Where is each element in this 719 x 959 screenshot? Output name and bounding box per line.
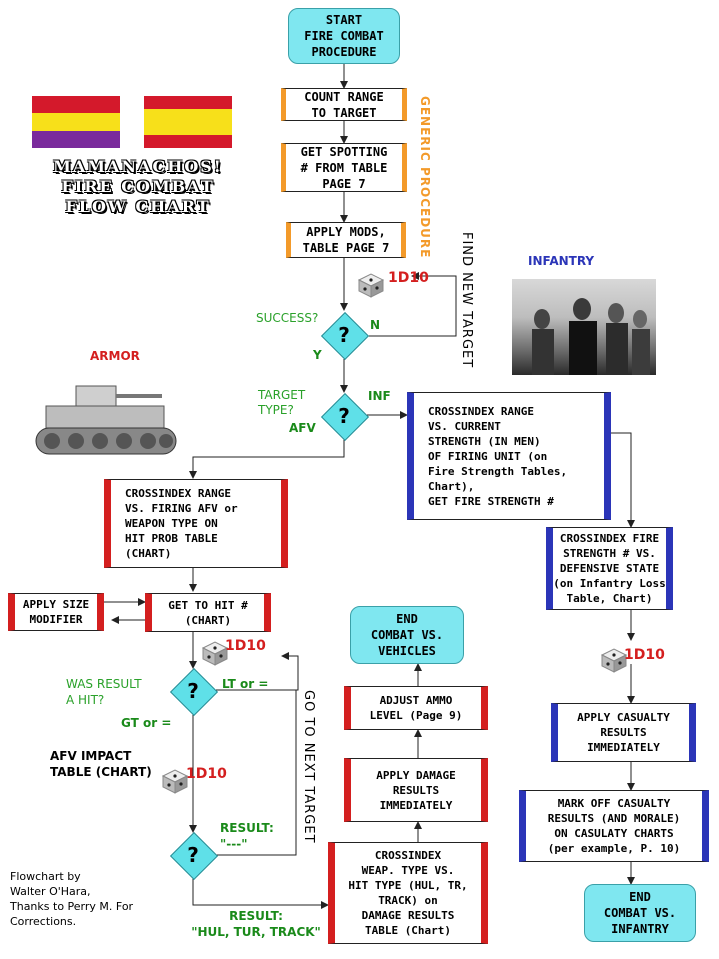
adjust-ammo-box: ADJUST AMMO LEVEL (Page 9) bbox=[344, 686, 488, 730]
afv-label: AFV bbox=[289, 421, 316, 435]
target-type-label: TARGET TYPE? bbox=[258, 388, 306, 417]
die-icon-4 bbox=[599, 647, 629, 673]
d10-label-1: 1D10 bbox=[388, 270, 429, 286]
find-new-target-label: FIND NEW TARGET bbox=[459, 232, 474, 369]
chart-title: MAMANACHOS! FIRE COMBAT FLOW CHART bbox=[53, 157, 223, 216]
inf-label: INF bbox=[368, 389, 391, 403]
damage-crossindex-box: CROSSINDEX WEAP. TYPE VS. HIT TYPE (HUL,… bbox=[328, 842, 488, 944]
afv-impact-label: AFV IMPACT TABLE (CHART) bbox=[50, 749, 152, 779]
target-type-decision: ? bbox=[320, 392, 370, 442]
was-hit-label: WAS RESULT A HIT? bbox=[66, 677, 142, 707]
mark-off-box: MARK OFF CASUALTY RESULTS (AND MORALE) O… bbox=[519, 790, 709, 862]
count-range-box: COUNT RANGE TO TARGET bbox=[281, 88, 407, 121]
end-vehicles-node: END COMBAT VS. VEHICLES bbox=[350, 606, 464, 664]
flag-nationalist bbox=[144, 96, 232, 148]
success-label: SUCCESS? bbox=[256, 311, 319, 325]
die-icon-3 bbox=[160, 768, 190, 794]
infantry-photo bbox=[512, 279, 656, 375]
gt-label: GT or = bbox=[121, 716, 172, 730]
fire-strength-box: CROSSINDEX FIRE STRENGTH # VS. DEFENSIVE… bbox=[546, 527, 673, 610]
apply-damage-box: APPLY DAMAGE RESULTS IMMEDIATELY bbox=[344, 758, 488, 822]
d10-label-4: 1D10 bbox=[624, 647, 665, 663]
apply-size-box: APPLY SIZE MODIFIER bbox=[8, 593, 104, 631]
afv-crossindex-box: CROSSINDEX RANGE VS. FIRING AFV or WEAPO… bbox=[104, 479, 288, 568]
lt-label: LT or = bbox=[222, 677, 269, 691]
inf-crossindex-box: CROSSINDEX RANGE VS. CURRENT STRENGTH (I… bbox=[407, 392, 611, 520]
n-label: N bbox=[370, 318, 381, 332]
spotting-box: GET SPOTTING # FROM TABLE PAGE 7 bbox=[281, 143, 407, 192]
apply-casualty-box: APPLY CASUALTY RESULTS IMMEDIATELY bbox=[551, 703, 696, 762]
tank-image bbox=[32, 378, 182, 460]
result-none-label: RESULT: "---" bbox=[220, 821, 274, 851]
success-decision: ? bbox=[320, 311, 370, 361]
die-icon-2 bbox=[200, 640, 230, 666]
flag-republic bbox=[32, 96, 120, 148]
infantry-label: INFANTRY bbox=[528, 254, 595, 268]
end-infantry-node: END COMBAT VS. INFANTRY bbox=[584, 884, 696, 942]
y-label: Y bbox=[313, 348, 322, 362]
start-node: START FIRE COMBAT PROCEDURE bbox=[288, 8, 400, 64]
get-to-hit-box: GET TO HIT # (CHART) bbox=[145, 593, 271, 632]
result-decision: ? bbox=[169, 831, 219, 881]
d10-label-2: 1D10 bbox=[225, 638, 266, 654]
apply-mods-box: APPLY MODS, TABLE PAGE 7 bbox=[286, 222, 406, 258]
credits-text: Flowchart by Walter O'Hara, Thanks to Pe… bbox=[10, 870, 134, 928]
d10-label-3: 1D10 bbox=[186, 766, 227, 782]
hit-decision: ? bbox=[169, 667, 219, 717]
result-hit-label: RESULT: "HUL, TUR, TRACK" bbox=[191, 909, 321, 939]
die-icon-1 bbox=[356, 272, 386, 298]
armor-label: ARMOR bbox=[90, 349, 140, 363]
go-next-target-label: GO TO NEXT TARGET bbox=[301, 690, 316, 844]
generic-procedure-label: GENERIC PROCEDURE bbox=[418, 96, 432, 259]
